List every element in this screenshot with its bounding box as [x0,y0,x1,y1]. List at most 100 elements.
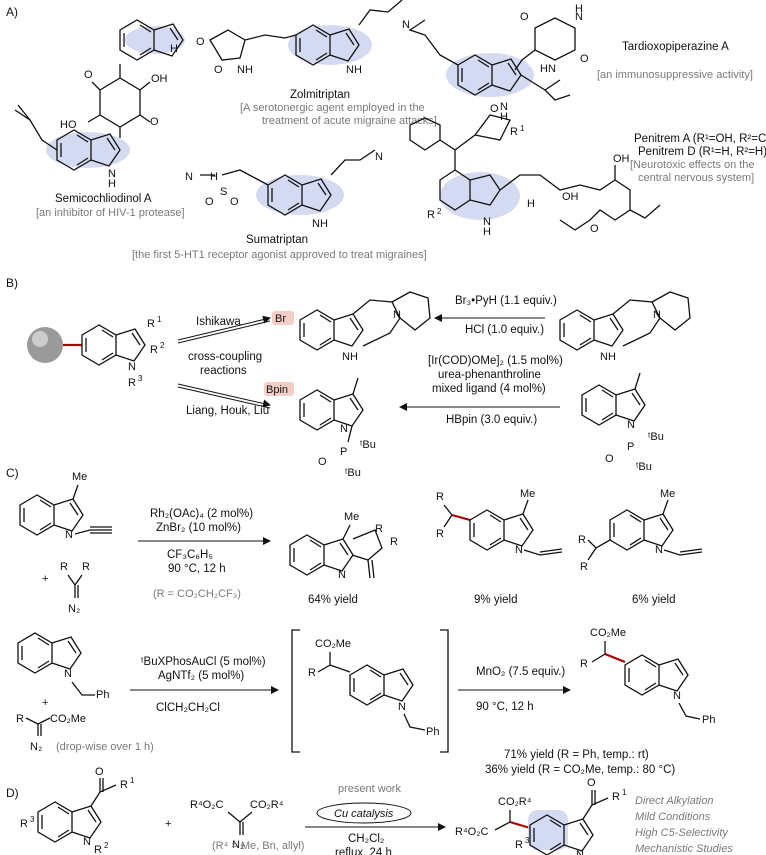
svg-text:3: 3 [30,815,35,824]
au-catalyst: ᵗBuXPhosAuCl (5 mol%) [141,656,266,668]
feature-mechanistic-studies: Mechanistic Studies [635,843,733,855]
svg-text:N: N [398,701,406,713]
svg-text:2: 2 [437,207,442,216]
svg-text:N: N [83,836,91,848]
svg-text:1: 1 [622,788,627,797]
svg-text:N: N [575,11,583,23]
svg-text:Me: Me [344,511,359,523]
svg-text:N: N [340,423,348,435]
zolmitriptan-desc2: treatment of acute migraine attacks] [262,115,437,127]
panel-label-a: A) [6,5,18,19]
tardioxopiperazine-structure: O N H O HN N H [408,3,589,123]
svg-text:R: R [128,377,136,389]
svg-text:N: N [576,849,584,855]
bpin-label: Bpin [266,384,288,396]
svg-text:R: R [612,791,620,803]
br-label: Br [275,313,286,325]
svg-text:+: + [42,697,48,709]
svg-text:CO₂Me: CO₂Me [590,627,626,639]
svg-text:N: N [653,309,661,321]
indole-sm-d: O R 1 R 3 N R 2 [20,766,135,855]
svg-text:O: O [84,69,93,81]
zn-additive: ZnBr₂ (10 mol%) [156,522,241,534]
svg-text:ᵗBu: ᵗBu [648,431,664,443]
svg-text:N: N [655,544,663,556]
tardioxopiperazine-desc: [an immunosuppressive activity] [597,69,753,81]
dropwise-note: (drop-wise over 1 h) [56,741,154,753]
c5-product: R R Me N [436,488,563,556]
svg-text:P: P [627,441,634,453]
svg-text:R: R [580,658,588,670]
svg-text:N: N [375,151,383,163]
rxn2-conditions: 90 °C, 12 h [476,701,534,713]
benzyl-indoline-sm: N Ph + R CO₂Me N₂ [16,632,109,753]
svg-text:H: H [108,178,116,190]
svg-text:N: N [515,544,523,556]
svg-text:O: O [605,453,614,465]
rxn1-solvent: CF₃C₆H₅ [167,549,213,561]
svg-text:N: N [338,569,346,581]
svg-text:2: 2 [160,341,165,350]
svg-text:N₂: N₂ [30,741,42,753]
cross-coupling-label: cross-coupling [188,351,262,363]
svg-text:H: H [500,111,508,123]
svg-text:R: R [510,126,518,138]
svg-text:OH: OH [613,153,630,165]
svg-text:OH: OH [151,73,168,85]
sumatriptan-name: Sumatriptan [246,234,308,246]
cu-catalysis-ellipse [316,802,412,824]
svg-text:N: N [64,668,72,680]
svg-text:N: N [393,309,401,321]
svg-text:ᵗBu: ᵗBu [360,439,376,451]
svg-text:N₂: N₂ [232,839,244,851]
svg-text:R: R [20,818,28,830]
svg-text:3: 3 [525,836,530,845]
ir-ligand-1: urea-phenanthroline [438,369,541,381]
ag-additive: AgNTf₂ (5 mol%) [158,670,244,682]
zolmitriptan-structure: O O NH N NH [196,0,410,76]
svg-text:NH: NH [237,64,253,76]
panel-label-c: C) [6,466,19,480]
svg-text:O: O [230,196,239,208]
svg-text:N: N [185,171,193,183]
d-conditions: reflux, 24 h [335,847,392,855]
bpin-indole-phosphinamide: Bpin N P O ᵗBu ᵗBu [264,377,376,479]
svg-text:O: O [590,223,599,235]
present-work: present work [338,783,401,795]
semicochliodinol-desc: [an inhibitor of HIV-1 protease] [36,207,185,219]
svg-text:ᵗBu: ᵗBu [636,461,652,473]
rxn2-solvent: ClCH₂CH₂Cl [156,702,220,714]
sumatriptan-structure: N H S O O N NH [185,149,383,230]
svg-text:Ph: Ph [702,714,715,726]
propargyl-indole-sm: Me N + R R N₂ [19,471,112,615]
svg-text:CO₂Me: CO₂Me [315,638,351,650]
svg-text:H: H [483,226,491,238]
diazomalonate: R⁴O₂C CO₂R⁴ N₂ [190,799,284,851]
svg-text:NH: NH [312,218,328,230]
svg-text:R: R [578,534,586,546]
bromination-reagent: Br₃•PyH (1.1 equiv.) [455,295,557,307]
svg-text:R: R [390,536,398,548]
penitrem-desc2: central nervous system] [638,172,754,184]
svg-text:Ph: Ph [96,689,109,701]
svg-text:ᵗBu: ᵗBu [345,467,361,479]
c6-product: Me N R R [578,488,703,573]
penitrem-name2: Penitrem D (R¹=H, R²=H) [638,146,766,158]
penitrem-structure: O R 1 R 2 N H OH OH O H [409,103,661,238]
svg-text:R⁴O₂C: R⁴O₂C [455,826,488,838]
panel-label-b: B) [6,276,18,290]
svg-text:Me: Me [72,471,87,483]
rxn1-conditions: 90 °C, 12 h [168,563,226,575]
svg-text:CO₂R⁴: CO₂R⁴ [250,799,284,811]
tardioxopiperazine-name: Tardioxopiperazine A [622,41,729,53]
svg-text:P: P [340,446,347,458]
svg-text:2: 2 [104,841,109,850]
svg-text:N₂: N₂ [68,603,80,615]
svg-text:Ph: Ph [426,726,439,738]
penitrem-name1: Penitrem A (R¹=OH, R²=Cl) [634,133,766,145]
svg-text:H: H [170,43,178,55]
panel-label-d: D) [6,786,19,800]
rh-catalyst: Rh₂(OAc)₄ (2 mol%) [150,508,253,520]
svg-text:O: O [95,766,104,778]
svg-text:N: N [65,529,73,541]
